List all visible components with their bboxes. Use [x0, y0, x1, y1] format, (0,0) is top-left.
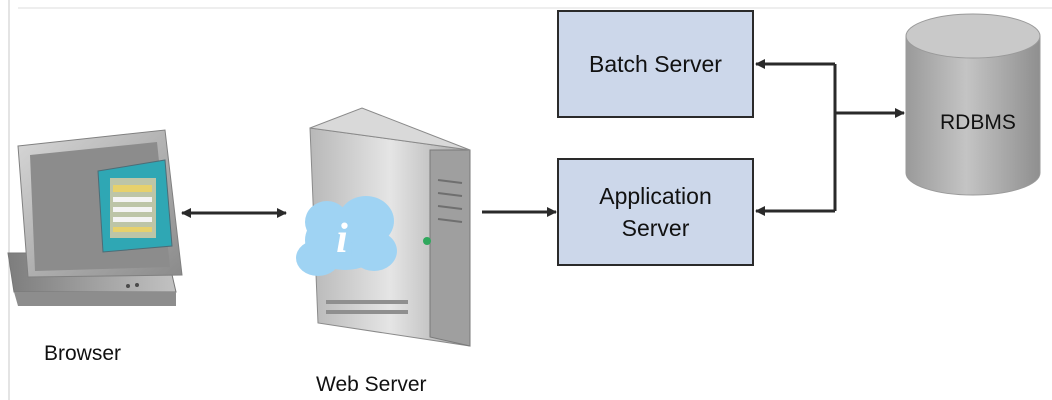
batch-server-label: Batch Server [589, 51, 722, 77]
browser-computer-icon [7, 129, 183, 306]
batch-server-box: Batch Server [557, 10, 754, 118]
info-badge-text: i [336, 216, 348, 262]
application-server-box: Application Server [557, 158, 754, 266]
rdbms-cylinder [905, 13, 1041, 196]
browser-label: Browser [44, 342, 122, 365]
web-server-label: Web Server [316, 373, 427, 396]
info-cloud-icon: i [296, 196, 397, 276]
application-server-label: Application Server [599, 183, 712, 241]
rdbms-label: RDBMS [940, 111, 1016, 134]
